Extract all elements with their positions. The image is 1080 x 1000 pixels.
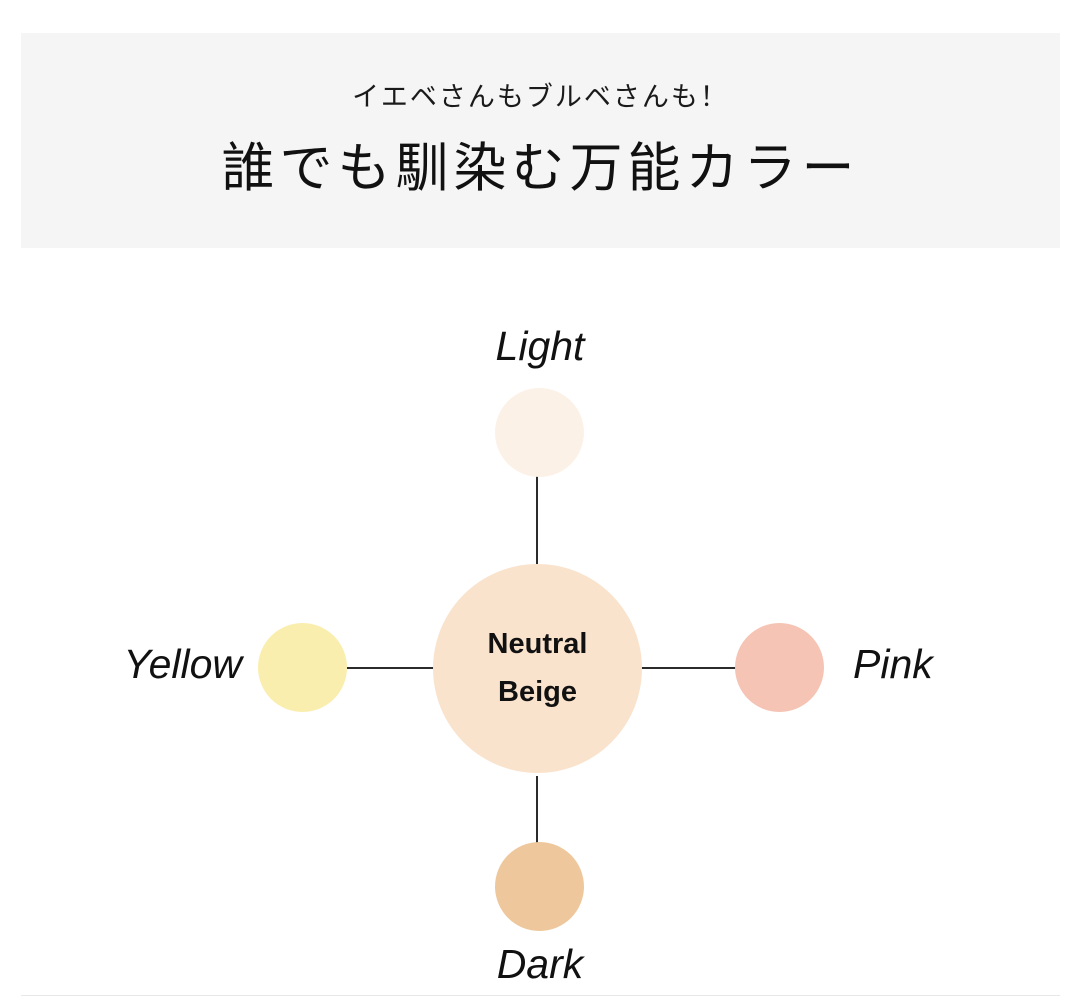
connector-center-to-light [536,454,538,570]
node-swatch-light[interactable] [495,388,584,477]
node-label-yellow: Yellow [123,641,242,687]
header-subtitle: イエベさんもブルベさんも！ [352,81,729,112]
node-label-pink: Pink [853,641,933,687]
card-body: Neutral Beige Light Pink Dark Yellow [21,248,1060,995]
bottom-divider [21,995,1060,996]
connector-center-to-yellow [347,667,464,669]
node-label-dark: Dark [496,941,584,987]
node-label-neutral-beige-line1: Neutral [487,627,588,660]
node-swatch-yellow[interactable] [258,623,347,712]
node-swatch-neutral-beige[interactable]: Neutral Beige [433,564,642,773]
color-chart-card: イエベさんもブルベさんも！ 誰でも馴染む万能カラー Neutral Beige [21,33,1060,995]
node-label-light: Light [495,323,585,369]
node-swatch-dark[interactable] [495,842,584,931]
page-title: 誰でも馴染む万能カラー [221,139,860,199]
card-header: イエベさんもブルベさんも！ 誰でも馴染む万能カラー [21,33,1060,248]
node-swatch-pink[interactable] [735,623,824,712]
connector-center-to-pink [611,667,736,669]
node-label-neutral-beige-line2: Beige [498,675,577,708]
radial-color-diagram: Neutral Beige Light Pink Dark Yellow [21,248,1060,995]
connector-center-to-dark [536,776,538,886]
